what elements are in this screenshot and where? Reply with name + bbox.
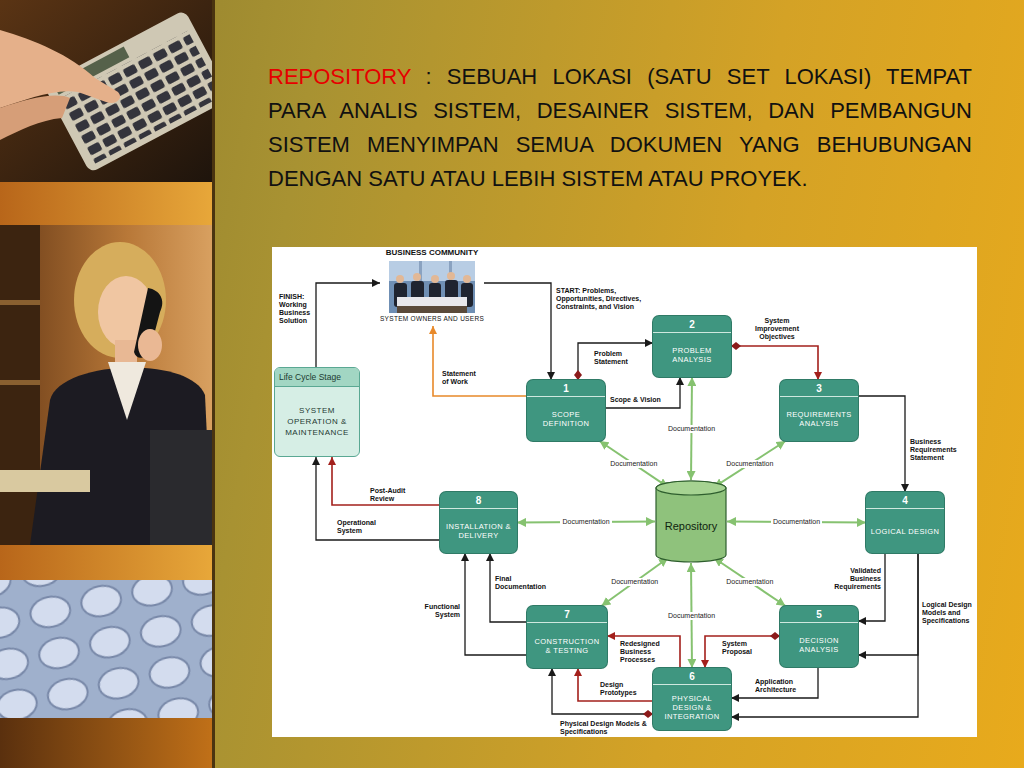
- documentation-label: Documentation: [666, 425, 717, 433]
- meeting-photo: [389, 261, 475, 313]
- flow-label: Redesigned Business Processes: [620, 640, 668, 664]
- repository-name: Repository: [665, 512, 718, 532]
- phase-box: 7CONSTRUCTION & TESTING: [527, 606, 607, 668]
- flow-label: Logical Design Models and Specifications: [922, 601, 974, 625]
- flow-label: System Improvement Objectives: [750, 317, 804, 341]
- documentation-label: Documentation: [724, 460, 775, 468]
- phase-name: CONSTRUCTION & TESTING: [527, 623, 607, 668]
- flow-label: Physical Design Models & Specifications: [560, 720, 648, 736]
- connector: [484, 283, 551, 380]
- flow-label: Final Documentation: [495, 575, 551, 591]
- connector: [731, 346, 818, 380]
- repository-cylinder: Repository: [655, 480, 727, 563]
- stage-heading: Life Cycle Stage: [275, 368, 359, 387]
- slide-title: REPOSITORY: [268, 64, 411, 89]
- connector: [332, 457, 440, 505]
- phase-box: 8INSTALLATION & DELIVERY: [440, 492, 517, 553]
- phase-box: 5DECISION ANALYSIS: [780, 606, 858, 667]
- documentation-label: Documentation: [771, 518, 822, 526]
- phase-box: 1SCOPE DEFINITION: [527, 380, 605, 441]
- connector: [605, 377, 680, 408]
- documentation-label: Documentation: [666, 612, 717, 620]
- phase-name: LOGICAL DESIGN: [866, 509, 944, 553]
- phase-box: 6PHYSICAL DESIGN & INTEGRATION: [653, 668, 731, 730]
- group-caption: SYSTEM OWNERS AND USERS: [380, 314, 484, 323]
- phase-number: 1: [527, 380, 605, 397]
- phase-number: 8: [440, 492, 517, 509]
- phase-name: PROBLEM ANALYSIS: [653, 333, 731, 377]
- phase-number: 4: [866, 492, 944, 509]
- flow-label: Functional System: [414, 603, 460, 619]
- cylinder-body: [656, 481, 726, 562]
- flow-label: System Proposal: [722, 640, 762, 656]
- documentation-label: Documentation: [608, 460, 659, 468]
- phase-name: SCOPE DEFINITION: [527, 397, 605, 441]
- documentation-label: Documentation: [724, 578, 775, 586]
- flow-label: FINISH: Working Business Solution: [279, 293, 313, 325]
- phase-box: 3REQUIREMENTS ANALYSIS: [780, 380, 858, 441]
- connector: [316, 457, 440, 540]
- flow-label: Problem Statement: [594, 350, 636, 366]
- phase-number: 5: [780, 606, 858, 623]
- phase-name: INSTALLATION & DELIVERY: [440, 509, 517, 553]
- phase-name: REQUIREMENTS ANALYSIS: [780, 397, 858, 441]
- connector: [601, 558, 668, 606]
- flow-label: START: Problems, Opportunities, Directiv…: [556, 287, 652, 311]
- flow-label: Design Prototypes: [600, 681, 642, 697]
- flow-label: Statement of Work: [442, 370, 484, 386]
- cylinder-top: [656, 481, 726, 495]
- flow-label: Application Architecture: [755, 678, 811, 694]
- connector: [433, 326, 527, 396]
- phase-number: 2: [653, 316, 731, 333]
- phase-number: 3: [780, 380, 858, 397]
- flow-label: Validated Business Requirements: [830, 567, 881, 591]
- connector: [705, 636, 780, 668]
- connector: [316, 283, 380, 367]
- connector: [858, 396, 905, 492]
- phase-name: DECISION ANALYSIS: [780, 623, 858, 667]
- connector: [578, 668, 653, 701]
- flow-label: Operational System: [337, 519, 389, 535]
- group-heading: BUSINESS COMMUNITY: [386, 248, 478, 258]
- phase-number: 7: [527, 606, 607, 623]
- connector: [714, 558, 786, 606]
- documentation-label: Documentation: [609, 578, 660, 586]
- lifecycle-box: Life Cycle StageSYSTEM OPERATION & MAINT…: [274, 367, 360, 457]
- phase-box: 2PROBLEM ANALYSIS: [653, 316, 731, 377]
- flow-label: Business Requirements Statement: [910, 438, 966, 462]
- photo-strip: [0, 0, 215, 768]
- connector: [552, 668, 653, 714]
- phase-box: 4LOGICAL DESIGN: [866, 492, 944, 553]
- definition-paragraph: REPOSITORY: SEBUAH LOKASI (SATU SET LOKA…: [268, 60, 972, 196]
- flow-label: Scope & Vision: [610, 396, 672, 404]
- connector: [578, 343, 653, 380]
- flow-label: Post-Audit Review: [370, 487, 414, 503]
- documentation-label: Documentation: [560, 518, 611, 526]
- connector: [465, 553, 527, 655]
- phase-name: PHYSICAL DESIGN & INTEGRATION: [653, 685, 731, 730]
- actor-group: BUSINESS COMMUNITY SYSTEM OWNERS AND USER…: [380, 248, 484, 326]
- stage-name: SYSTEM OPERATION & MAINTENANCE: [275, 387, 359, 456]
- connector: [731, 667, 818, 698]
- phase-number: 6: [653, 668, 731, 685]
- connector: [607, 636, 680, 668]
- connector: [714, 441, 786, 487]
- connector: [600, 441, 669, 487]
